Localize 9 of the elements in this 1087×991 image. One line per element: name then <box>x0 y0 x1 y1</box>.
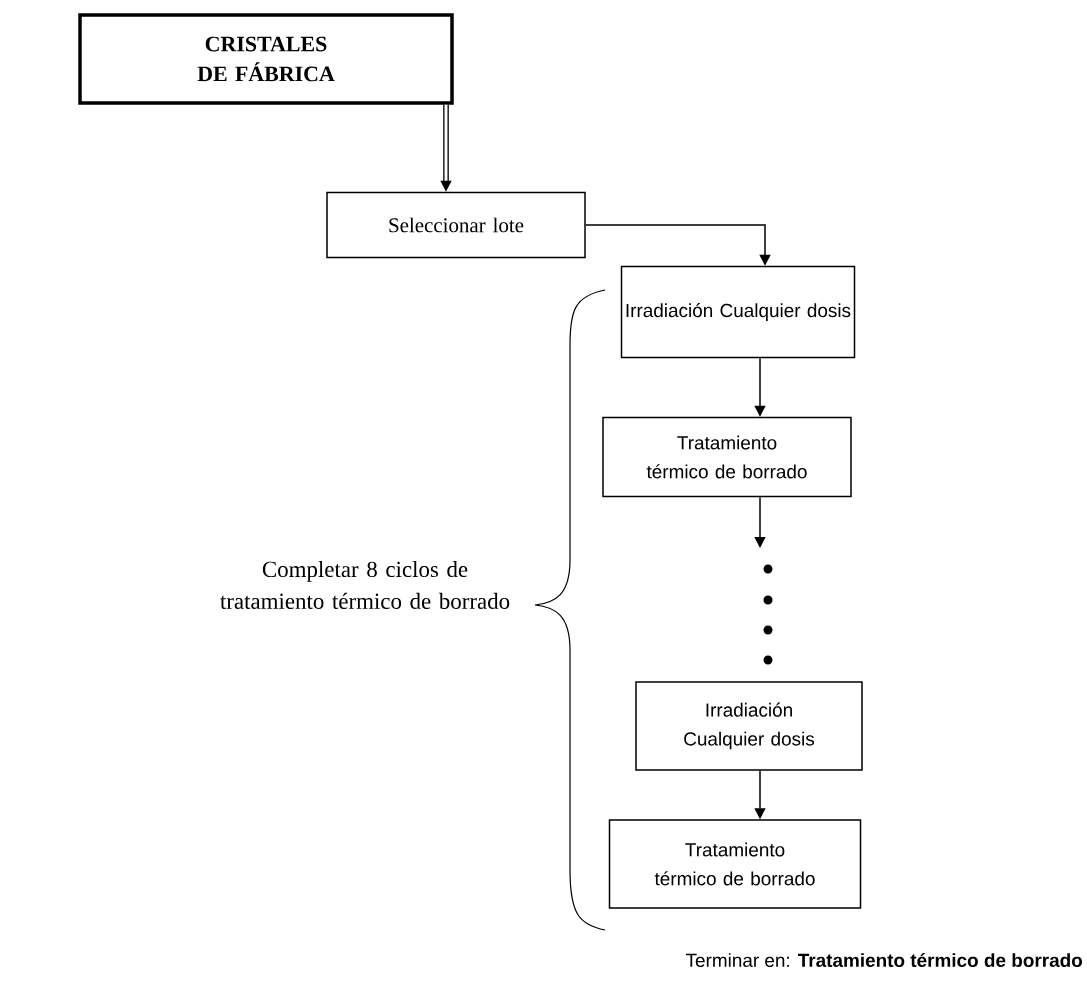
brace-label: Completar 8 ciclos de tratamiento térmico de borrado <box>220 561 510 609</box>
process-box: Irradiación Cualquier dosis <box>620 265 856 359</box>
title-box: CRISTALES DE FÁBRICA <box>78 13 454 105</box>
process-box: Seleccionar lote <box>326 191 586 259</box>
process-box: Tratamiento térmico de borrado <box>602 416 852 498</box>
note: Terminar en: Tratamiento térmico de borrado <box>685 952 1083 968</box>
process-box: Tratamiento térmico de borrado <box>608 819 862 909</box>
process-box: Irradiación Cualquier dosis <box>635 681 863 771</box>
arrow <box>754 496 766 548</box>
